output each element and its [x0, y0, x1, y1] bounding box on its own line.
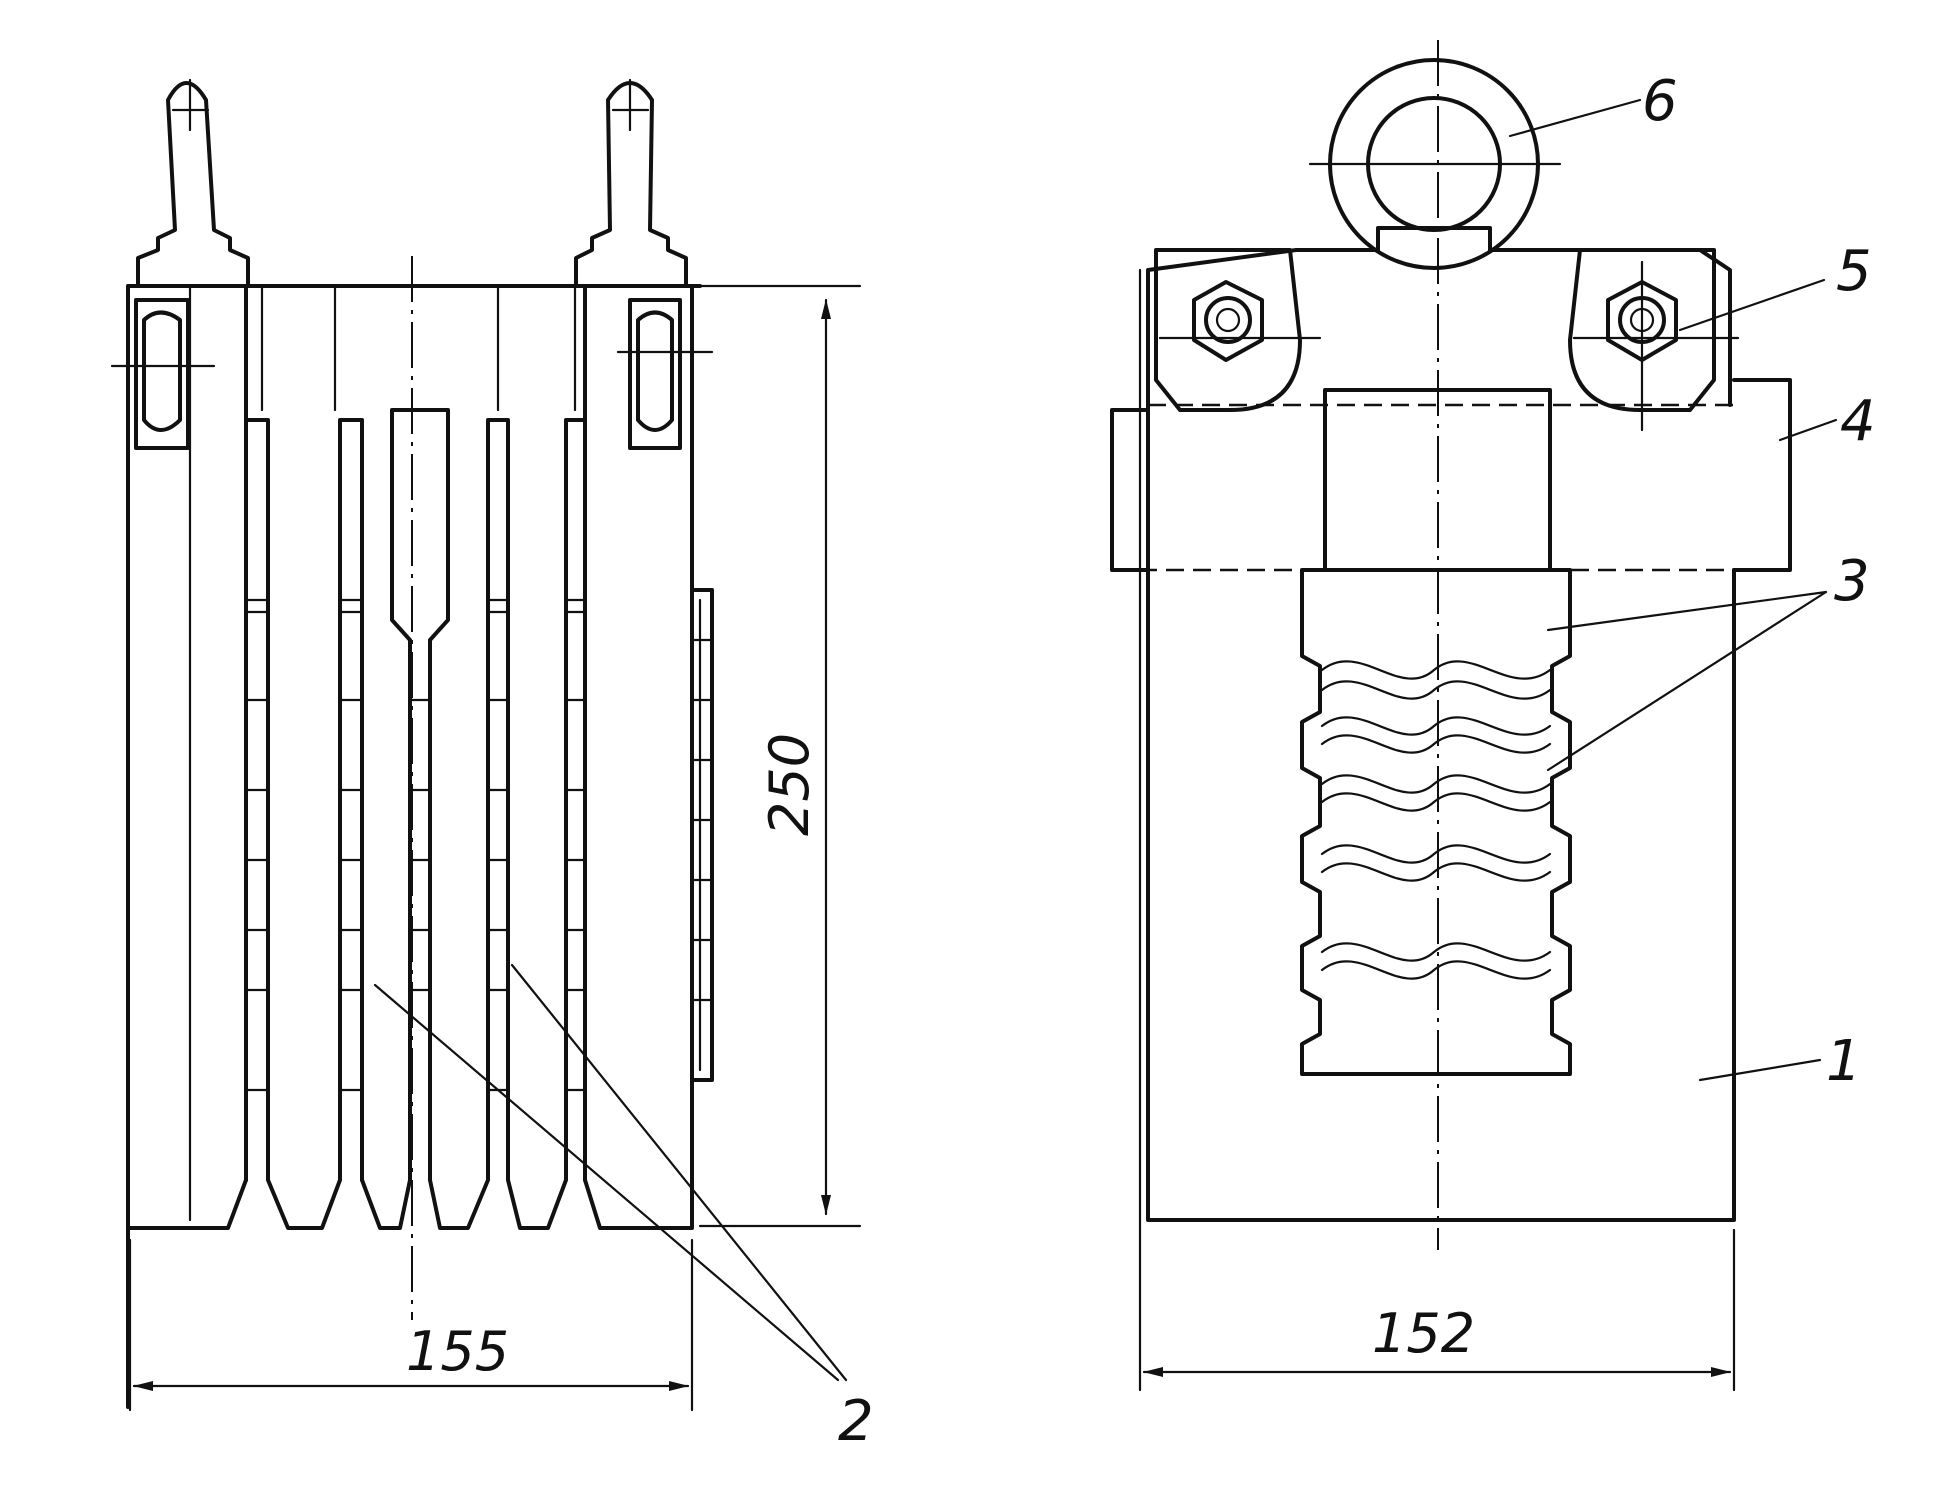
callout-4-label: 4: [1840, 389, 1876, 454]
dimension-152-label: 152: [1372, 1302, 1475, 1365]
callout-3-label: 3: [1834, 549, 1870, 614]
left-frame-outline: [126, 284, 702, 1409]
leader-line-5: [1678, 278, 1826, 332]
leader-line-4: [1778, 418, 1838, 442]
right-view: 152 6 5 4 3 1: [1110, 40, 1876, 1392]
leader-line-1: [1698, 1058, 1822, 1082]
terminals: [110, 78, 714, 450]
leader-lines-2: [373, 963, 848, 1382]
clamp-nuts-5: [1154, 248, 1740, 432]
dimension-155-label: 155: [406, 1320, 509, 1383]
dimension-250-label: 250: [758, 733, 821, 836]
lifting-eye-6: [1308, 58, 1562, 270]
callout-1-label: 1: [1826, 1029, 1862, 1094]
callout-5-label: 5: [1836, 239, 1872, 304]
resistor-elements: [188, 284, 714, 1230]
callout-2-label: 2: [838, 1389, 874, 1454]
housing-body-1: [1146, 568, 1736, 1222]
callout-6-label: 6: [1642, 69, 1678, 134]
left-view: 155 250 2: [110, 78, 874, 1454]
leader-lines-3: [1546, 590, 1828, 772]
resistor-stack-3: [1300, 568, 1572, 1076]
leader-line-6: [1508, 98, 1642, 138]
